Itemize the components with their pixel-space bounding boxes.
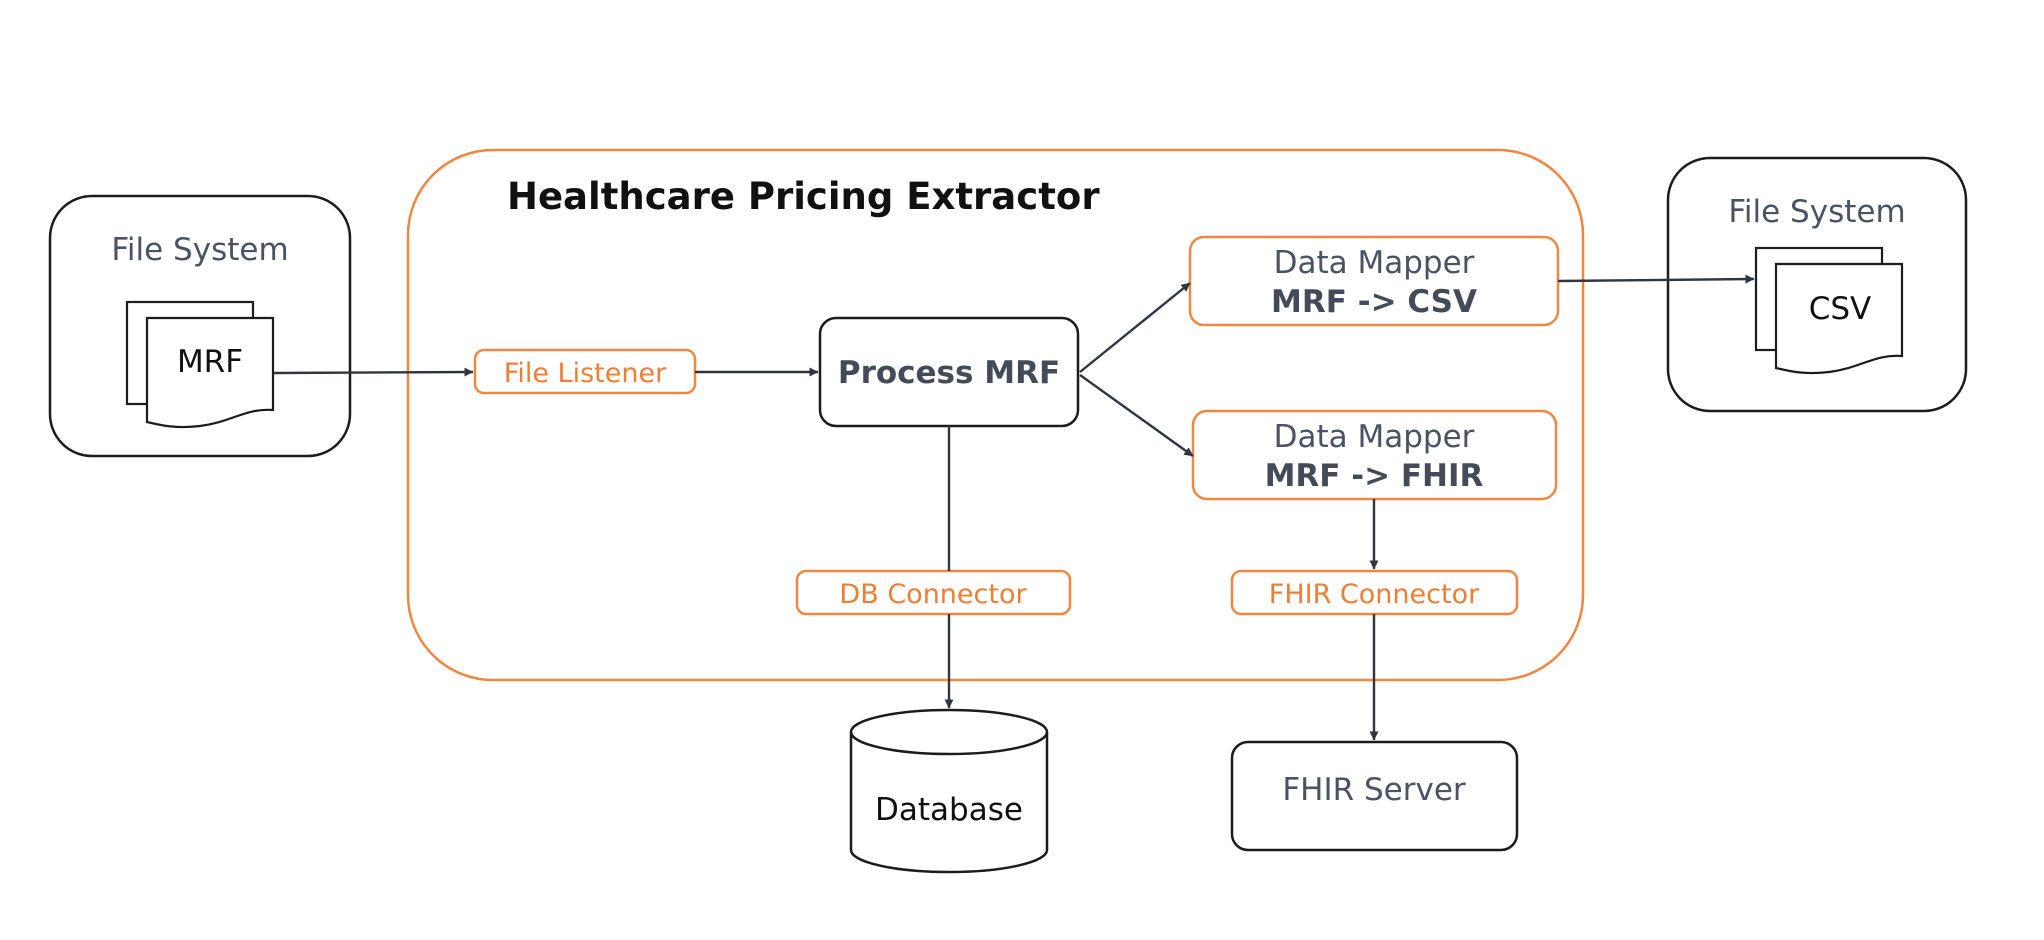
source-file-system: File System MRF xyxy=(48,194,352,458)
edge-process-to-csv-mapper xyxy=(1079,282,1191,373)
file-listener-label: File Listener xyxy=(504,358,667,389)
db-connector-box xyxy=(795,569,1072,616)
csv-document-icon xyxy=(1754,246,1904,375)
database-label: Database xyxy=(875,792,1023,828)
edge-process-to-fhir-mapper xyxy=(1079,374,1194,457)
edge-csv-mapper-to-csv xyxy=(1557,274,1755,284)
data-mapper-fhir-detail: MRF -> FHIR xyxy=(1265,458,1484,494)
data-mapper-csv-detail: MRF -> CSV xyxy=(1271,284,1477,320)
fhir-server-label: FHIR Server xyxy=(1282,772,1466,808)
edge-mrf-to-file-listener xyxy=(273,367,474,377)
mrf-document-label: MRF xyxy=(177,344,243,380)
data-mapper-fhir-label: Data Mapper xyxy=(1274,419,1475,455)
database-icon xyxy=(849,708,1049,874)
process-mrf-label: Process MRF xyxy=(838,355,1060,391)
source-file-system-label: File System xyxy=(111,232,288,268)
system-boundary xyxy=(406,148,1585,682)
fhir-connector-label: FHIR Connector xyxy=(1269,579,1480,610)
target-file-system-label: File System xyxy=(1728,194,1905,230)
fhir-server-box xyxy=(1230,740,1519,852)
db-connector-label: DB Connector xyxy=(839,579,1027,610)
data-mapper-csv-label: Data Mapper xyxy=(1274,245,1475,281)
target-file-system: File System CSV xyxy=(1666,156,1968,413)
diagram-title: Healthcare Pricing Extractor xyxy=(507,175,1100,218)
csv-document-label: CSV xyxy=(1809,291,1872,327)
mrf-document-icon xyxy=(125,300,275,429)
